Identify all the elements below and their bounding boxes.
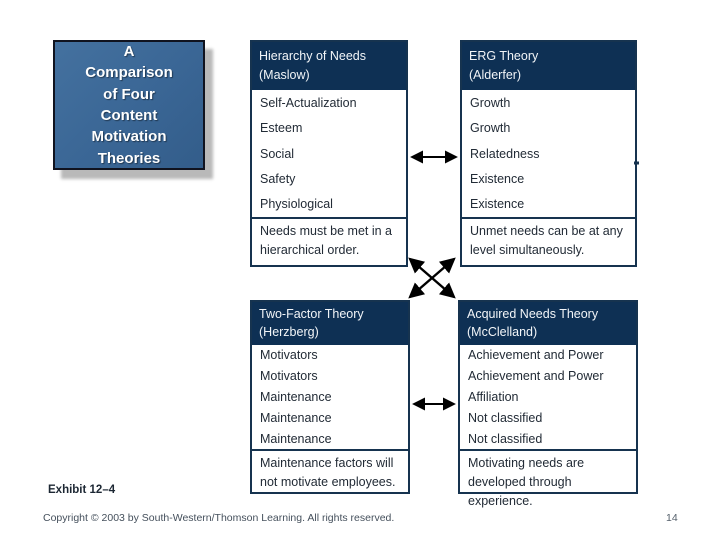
page-number: 14 xyxy=(666,512,678,524)
table-attribution: (Alderfer) xyxy=(469,67,522,82)
table-title: Two-Factor Theory xyxy=(259,307,364,321)
table-row: Motivators xyxy=(260,369,318,384)
table-row: Esteem xyxy=(260,121,303,136)
table-row: Achievement and Power xyxy=(468,369,604,384)
table-row: Safety xyxy=(260,171,296,186)
table-rows: Growth Growth Relatedness Existence Exis… xyxy=(462,90,635,217)
table-row: Existence xyxy=(470,197,525,212)
exhibit-label: Exhibit 12–4 xyxy=(48,484,116,496)
table-row: Growth xyxy=(470,121,511,136)
table-row: Motivators xyxy=(260,348,318,363)
table-note: Needs must be met in a hierarchical orde… xyxy=(252,217,406,265)
table-note: Motivating needs are developed through e… xyxy=(460,449,636,508)
table-rows: Motivators Motivators Maintenance Mainte… xyxy=(252,345,408,449)
table-header: Two-Factor Theory (Herzberg) xyxy=(252,302,408,345)
table-attribution: (McClelland) xyxy=(467,324,538,339)
table-note: Unmet needs can be at any level simultan… xyxy=(462,217,635,265)
table-erg-theory: ERG Theory (Alderfer) Growth Growth Rela… xyxy=(460,40,637,267)
table-rows: Self-Actualization Esteem Social Safety … xyxy=(252,90,406,217)
table-note: Maintenance factors will not motivate em… xyxy=(252,449,408,492)
table-row: Not classified xyxy=(468,410,543,425)
table-row: Not classified xyxy=(468,431,543,446)
table-header: Acquired Needs Theory (McClelland) xyxy=(460,302,636,345)
double-arrow-cross-down-icon xyxy=(408,257,456,299)
double-arrow-cross-up-icon xyxy=(408,257,456,299)
table-header: ERG Theory (Alderfer) xyxy=(462,42,635,90)
table-row: Relatedness xyxy=(470,146,540,161)
slide-title: A Comparison of Four Content Motivation … xyxy=(85,43,173,167)
table-title: Hierarchy of Needs xyxy=(259,49,366,63)
table-attribution: (Maslow) xyxy=(259,67,310,82)
table-row: Affiliation xyxy=(468,389,519,404)
table-row: Self-Actualization xyxy=(260,95,357,110)
table-row: Growth xyxy=(470,95,511,110)
table-acquired-needs-theory: Acquired Needs Theory (McClelland) Achie… xyxy=(458,300,638,508)
table-two-factor-theory: Two-Factor Theory (Herzberg) Motivators … xyxy=(250,300,410,494)
table-hierarchy-of-needs: Hierarchy of Needs (Maslow) Self-Actuali… xyxy=(250,40,408,267)
table-title: Acquired Needs Theory xyxy=(467,307,599,321)
table-row: Maintenance xyxy=(260,431,332,446)
table-row: Social xyxy=(260,146,295,161)
table-row: Existence xyxy=(470,171,525,186)
copyright-text: Copyright © 2003 by South-Western/Thomso… xyxy=(43,512,395,524)
table-header: Hierarchy of Needs (Maslow) xyxy=(252,42,406,90)
table-rows: Achievement and Power Achievement and Po… xyxy=(460,345,636,449)
slide-title-box: A Comparison of Four Content Motivation … xyxy=(53,40,205,170)
table-title: ERG Theory xyxy=(469,49,539,63)
table-attribution: (Herzberg) xyxy=(259,324,319,339)
table-row: Maintenance xyxy=(260,389,332,404)
table-row: Achievement and Power xyxy=(468,348,604,363)
table-row: Maintenance xyxy=(260,410,332,425)
table-row: Physiological xyxy=(260,197,333,212)
